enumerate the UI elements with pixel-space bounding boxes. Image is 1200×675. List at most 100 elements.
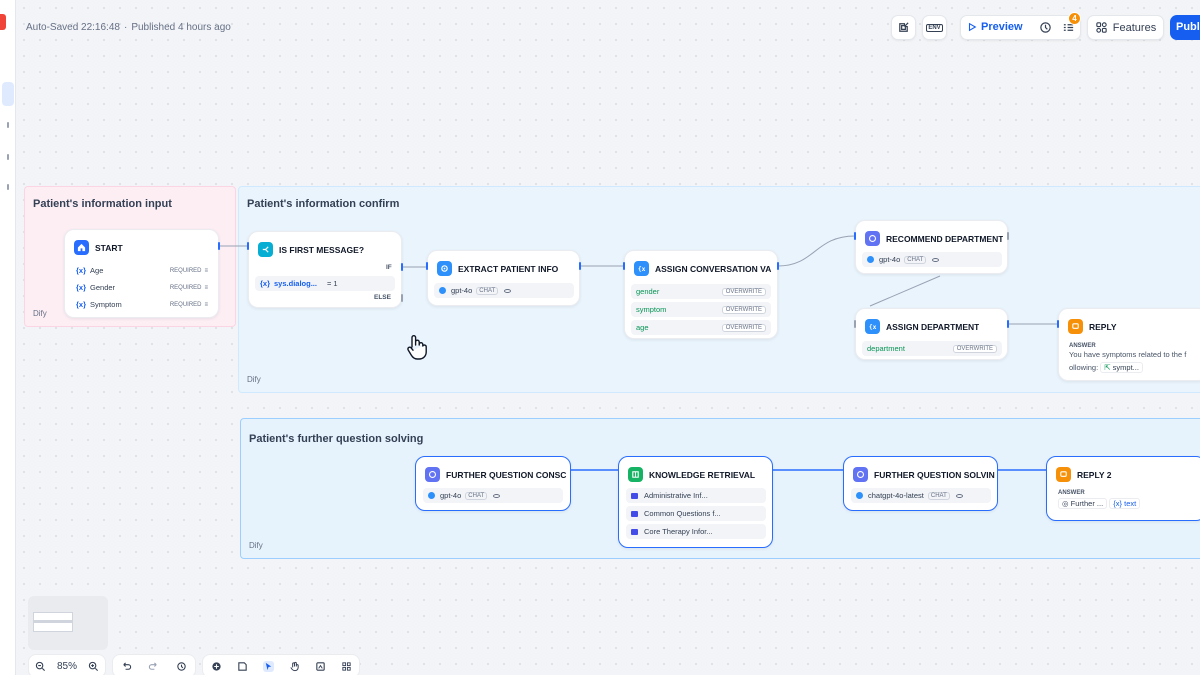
answer-label: ANSWER (1058, 490, 1085, 496)
app-logo (0, 14, 6, 30)
node-handle[interactable] (426, 262, 428, 270)
rail-item[interactable] (7, 184, 9, 190)
minimap[interactable] (28, 596, 108, 650)
env-button[interactable]: ENV (922, 15, 947, 40)
else-label: ELSE (374, 294, 391, 301)
node-further-question-solving[interactable]: FURTHER QUESTION SOLVIN chatgpt-4o-lates… (843, 456, 998, 511)
node-header: FURTHER QUESTION SOLVIN (853, 467, 995, 482)
group-title: Patient's information confirm (247, 198, 400, 210)
node-handle[interactable] (401, 263, 403, 271)
redo-icon[interactable] (148, 661, 159, 672)
node-handle[interactable] (401, 294, 403, 302)
llm-icon (425, 467, 440, 482)
play-icon (968, 22, 977, 32)
node-handle[interactable] (247, 242, 249, 250)
node-assign-department[interactable]: {x} ASSIGN DEPARTMENT departmentOVERWRIT… (855, 308, 1008, 360)
pointer-icon[interactable] (262, 660, 274, 672)
folder-icon (631, 528, 638, 535)
hand-icon[interactable] (289, 661, 300, 672)
extract-icon (437, 261, 452, 276)
note-icon[interactable] (237, 661, 248, 672)
node-header: KNOWLEDGE RETRIEVAL (628, 467, 755, 482)
node-title: START (95, 242, 123, 253)
rail-item-orchestrate[interactable] (2, 82, 14, 106)
features-label: Features (1112, 21, 1157, 34)
reply-icon (1056, 467, 1071, 482)
add-node-icon[interactable] (211, 661, 222, 672)
vision-icon (504, 288, 512, 293)
node-is-first-message[interactable]: IS FIRST MESSAGE? IF {x}sys.dialog...= 1… (248, 231, 402, 308)
node-handle[interactable] (854, 320, 856, 328)
save-status: Auto-Saved 22:16:48·Published 4 hours ag… (26, 22, 231, 33)
node-header: IS FIRST MESSAGE? (258, 242, 364, 257)
rail-item[interactable] (7, 122, 9, 128)
undo-icon[interactable] (121, 661, 132, 672)
node-handle[interactable] (579, 262, 581, 270)
reply-icon (1068, 319, 1083, 334)
if-condition: {x}sys.dialog...= 1 (255, 276, 395, 291)
zoom-out-icon[interactable] (35, 661, 46, 672)
node-handle[interactable] (1007, 232, 1009, 240)
node-reply-2[interactable]: REPLY 2 ANSWER ◎ Further ... {x} text (1046, 456, 1200, 521)
node-title: FURTHER QUESTION CONSC (446, 469, 567, 480)
node-title: EXTRACT PATIENT INFO (458, 263, 559, 274)
answer-text: You have symptoms related to the f (1069, 350, 1187, 359)
zoom-level[interactable]: 85% (56, 660, 77, 672)
group-title: Patient's further question solving (249, 433, 424, 445)
node-reply[interactable]: REPLY ANSWER You have symptoms related t… (1058, 308, 1200, 381)
node-handle[interactable] (623, 262, 625, 270)
checklist-badge: 4 (1068, 12, 1081, 25)
group-footer: Dify (33, 309, 47, 318)
node-title: REPLY (1089, 321, 1117, 332)
preview-group: Preview (960, 15, 1081, 40)
checklist-icon[interactable] (1062, 21, 1075, 34)
node-title: ASSIGN DEPARTMENT (886, 321, 980, 332)
node-title: REPLY 2 (1077, 469, 1112, 480)
history-controls (112, 654, 196, 675)
left-rail (0, 0, 16, 675)
answer-label: ANSWER (1069, 343, 1096, 349)
rail-item[interactable] (7, 154, 9, 160)
preview-button[interactable]: Preview (967, 21, 1023, 33)
node-header: FURTHER QUESTION CONSC (425, 467, 567, 482)
branch-icon (258, 242, 273, 257)
node-knowledge-retrieval[interactable]: KNOWLEDGE RETRIEVAL Administrative Inf..… (618, 456, 773, 548)
group-footer: Dify (247, 375, 261, 384)
zoom-in-icon[interactable] (88, 661, 99, 672)
history-icon[interactable] (1039, 21, 1052, 34)
organize-icon[interactable] (341, 661, 352, 672)
publish-button[interactable]: Publi (1170, 15, 1200, 40)
vision-icon (493, 493, 501, 498)
node-handle[interactable] (1057, 320, 1059, 328)
node-assign-conversation[interactable]: {x} ASSIGN CONVERSATION VA genderOVERWRI… (624, 250, 778, 339)
node-handle[interactable] (777, 262, 779, 270)
import-icon (899, 22, 909, 32)
variable-icon: {x} (634, 261, 649, 276)
node-title: FURTHER QUESTION SOLVIN (874, 469, 995, 480)
canvas-tools (202, 654, 360, 675)
llm-icon (865, 231, 880, 246)
node-handle[interactable] (1007, 320, 1009, 328)
export-icon[interactable] (315, 661, 326, 672)
clock-icon[interactable] (176, 661, 187, 672)
node-handle[interactable] (854, 232, 856, 240)
node-header: START (74, 240, 123, 255)
node-header: REPLY (1068, 319, 1117, 334)
llm-icon (853, 467, 868, 482)
node-handle[interactable] (218, 242, 220, 250)
svg-text:{x}: {x} (638, 266, 646, 273)
features-icon (1096, 22, 1107, 33)
variable-icon: {x} (865, 319, 880, 334)
answer-text-line2: ollowing: ⇱ sympt... (1069, 362, 1143, 373)
import-button[interactable] (891, 15, 916, 40)
node-header: {x} ASSIGN CONVERSATION VA (634, 261, 776, 276)
home-icon (74, 240, 89, 255)
features-button[interactable]: Features (1087, 15, 1164, 40)
